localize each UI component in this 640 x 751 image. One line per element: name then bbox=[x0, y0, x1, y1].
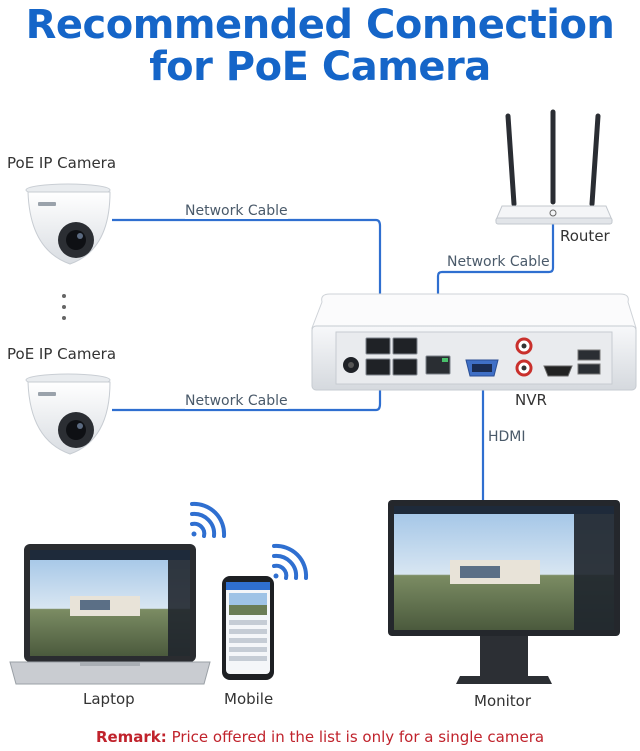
remark: Remark: Price offered in the list is onl… bbox=[0, 728, 640, 746]
cable-router bbox=[436, 224, 555, 354]
cable-label-camera-bottom: Network Cable bbox=[185, 393, 288, 409]
cable-lines bbox=[112, 218, 555, 500]
camera-top-label: PoE IP Camera bbox=[7, 154, 117, 172]
mobile-label: Mobile bbox=[224, 690, 274, 708]
remark-label: Remark: bbox=[95, 728, 167, 746]
title-line-1: Recommended Connection bbox=[25, 2, 615, 48]
cable-camera-top bbox=[112, 218, 382, 340]
nvr-device bbox=[311, 293, 637, 391]
wifi-icon-laptop bbox=[190, 501, 227, 538]
remark-text: Price offered in the list is only for a … bbox=[166, 728, 545, 746]
nvr-label: NVR bbox=[515, 391, 547, 409]
camera-bottom-label: PoE IP Camera bbox=[7, 345, 117, 363]
cable-label-hdmi: HDMI bbox=[488, 429, 526, 445]
laptop-label: Laptop bbox=[83, 690, 135, 708]
router bbox=[495, 109, 613, 225]
wifi-icon-mobile bbox=[272, 543, 309, 580]
router-label: Router bbox=[560, 227, 610, 245]
camera-bottom bbox=[25, 373, 111, 455]
monitor bbox=[388, 500, 620, 684]
ellipsis-dots bbox=[62, 294, 66, 320]
mobile-phone bbox=[222, 576, 274, 680]
cable-label-camera-top: Network Cable bbox=[185, 203, 288, 219]
laptop bbox=[9, 544, 211, 685]
cable-label-router: Network Cable bbox=[447, 254, 550, 270]
cable-camera-bottom bbox=[112, 372, 382, 412]
title-line-2: for PoE Camera bbox=[149, 44, 491, 90]
camera-top bbox=[25, 183, 111, 265]
monitor-label: Monitor bbox=[474, 692, 532, 710]
